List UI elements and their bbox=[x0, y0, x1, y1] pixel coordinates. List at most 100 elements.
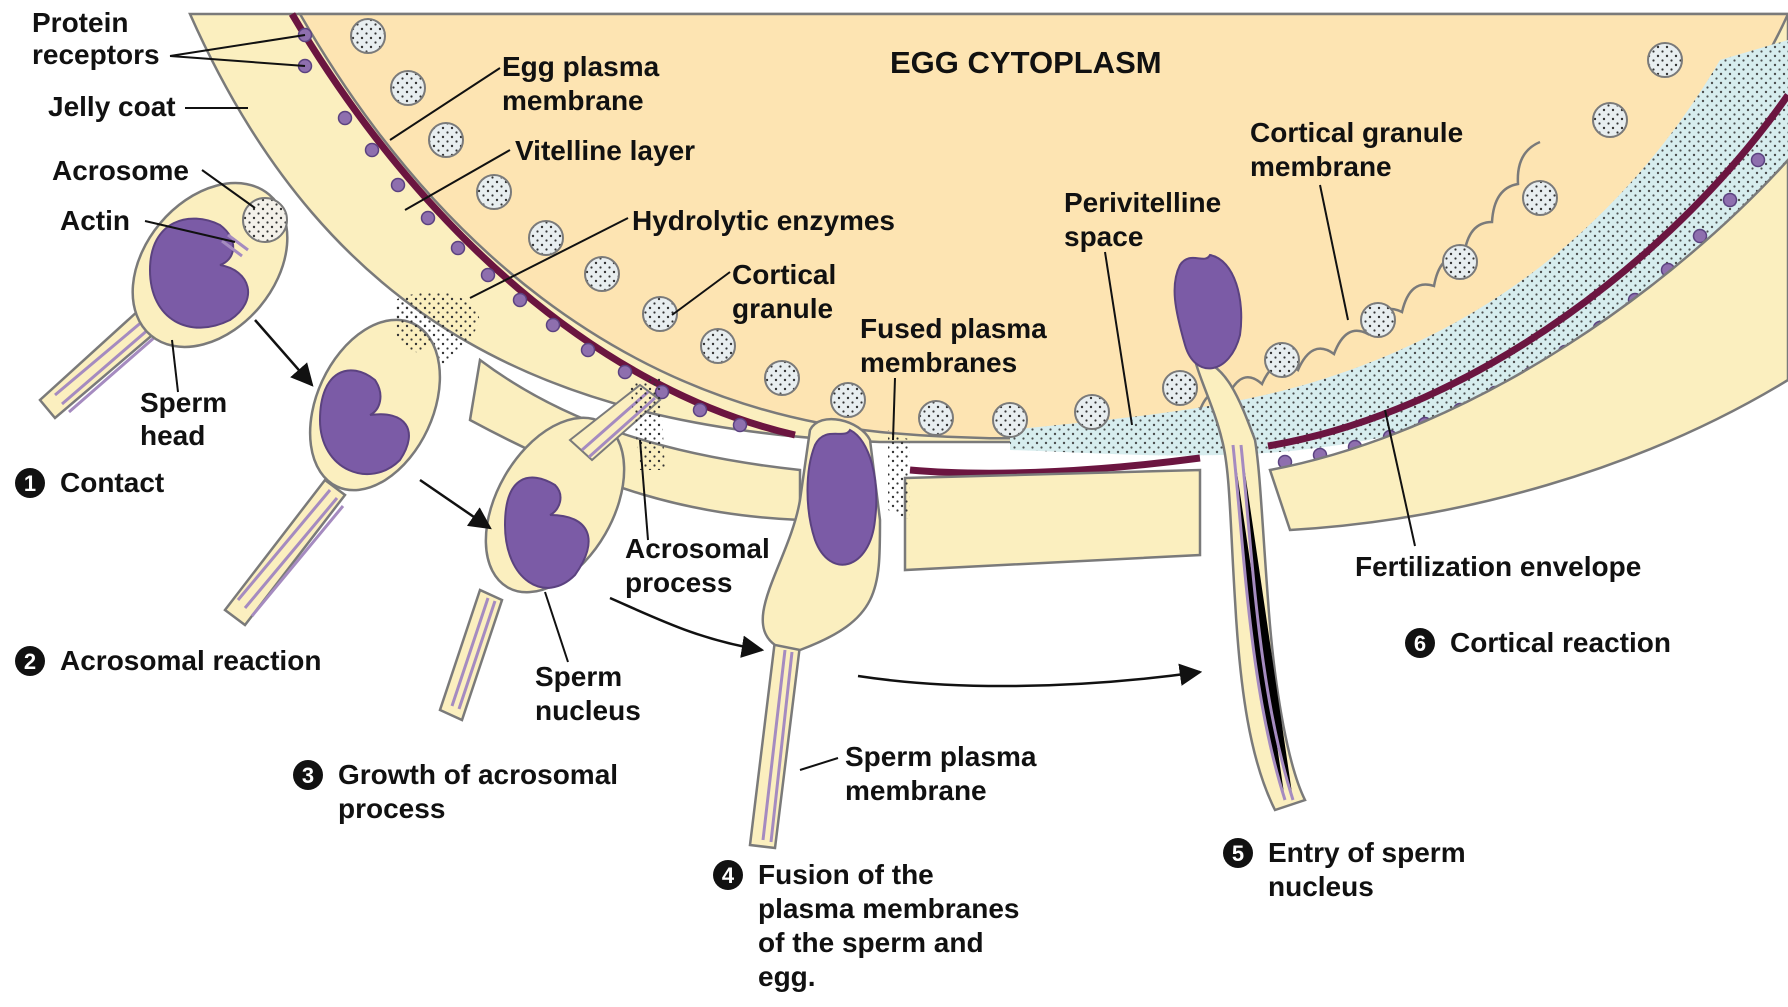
receptor-dot bbox=[547, 319, 560, 332]
step-caption-line: Cortical reaction bbox=[1450, 627, 1671, 658]
label-sperm-head-2: head bbox=[140, 420, 205, 451]
sperm-nucleus bbox=[808, 430, 877, 565]
step-caption-line: nucleus bbox=[1268, 871, 1374, 902]
label-vitelline-layer: Vitelline layer bbox=[515, 135, 695, 166]
label-cortical-granule-2: granule bbox=[732, 293, 833, 324]
step-caption-line: Entry of sperm bbox=[1268, 837, 1466, 868]
cortical-granule-contents bbox=[478, 176, 510, 208]
sperm-acrosomal-reaction bbox=[225, 299, 466, 625]
receptor-dot bbox=[392, 179, 405, 192]
cortical-granule-contents bbox=[1164, 372, 1196, 404]
step-caption-line: Growth of acrosomal bbox=[338, 759, 618, 790]
egg-cytoplasm-title: EGG CYTOPLASM bbox=[890, 45, 1162, 80]
arrow-4-5 bbox=[858, 672, 1200, 686]
label-hydrolytic-enzymes: Hydrolytic enzymes bbox=[632, 205, 895, 236]
cortical-granule-contents bbox=[832, 384, 864, 416]
sperm-tail bbox=[225, 480, 345, 625]
label-fused-plasma-membranes-2: membranes bbox=[860, 347, 1017, 378]
fused-membrane-dots bbox=[888, 430, 910, 520]
sperm-contact bbox=[40, 153, 319, 418]
cortical-granule-contents bbox=[920, 402, 952, 434]
label-sperm-nucleus-2: nucleus bbox=[535, 695, 641, 726]
receptor-dot bbox=[582, 344, 595, 357]
cortical-granule-contents bbox=[1594, 104, 1626, 136]
leader-sperm-head bbox=[172, 340, 178, 392]
leader-sperm-plasma-membrane bbox=[800, 758, 838, 770]
step-caption-line: of the sperm and bbox=[758, 927, 984, 958]
receptor-dot bbox=[1724, 194, 1737, 207]
leader-sperm-nucleus bbox=[545, 592, 568, 662]
step-number: 1 bbox=[24, 471, 36, 496]
arrow-2-3 bbox=[420, 480, 490, 528]
label-sperm-plasma-membrane-2: membrane bbox=[845, 775, 987, 806]
receptor-dot bbox=[694, 404, 707, 417]
cortical-granule-contents bbox=[1266, 344, 1298, 376]
receptor-dot bbox=[1752, 154, 1765, 167]
label-sperm-nucleus-1: Sperm bbox=[535, 661, 622, 692]
label-egg-plasma-membrane-2: membrane bbox=[502, 85, 644, 116]
receptor-dot bbox=[422, 212, 435, 225]
label-cortical-granule-1: Cortical bbox=[732, 259, 836, 290]
receptor-dot bbox=[619, 366, 632, 379]
cortical-granule-contents bbox=[766, 362, 798, 394]
label-cortical-granule-membrane-1: Cortical granule bbox=[1250, 117, 1463, 148]
receptor-dot bbox=[452, 242, 465, 255]
cortical-granule-contents bbox=[352, 20, 384, 52]
step-1: 1 Contact bbox=[15, 467, 164, 498]
cortical-granule-contents bbox=[1076, 396, 1108, 428]
cortical-granule-contents bbox=[430, 124, 462, 156]
receptor-dot bbox=[339, 112, 352, 125]
step-number: 5 bbox=[1232, 841, 1244, 866]
cortical-granule-contents bbox=[702, 330, 734, 362]
step-2: 2 Acrosomal reaction bbox=[15, 645, 321, 676]
label-protein-receptors-1: Protein bbox=[32, 7, 128, 38]
step-caption-line: process bbox=[338, 793, 445, 824]
step-number: 4 bbox=[722, 863, 735, 888]
label-perivitelline-space-2: space bbox=[1064, 221, 1143, 252]
receptor-dot bbox=[734, 419, 747, 432]
receptor-dot bbox=[482, 269, 495, 282]
jelly-block-mid bbox=[905, 470, 1200, 570]
step-6: 6 Cortical reaction bbox=[1405, 627, 1671, 658]
label-fused-plasma-membranes-1: Fused plasma bbox=[860, 313, 1047, 344]
step-caption-line: Contact bbox=[60, 467, 164, 498]
label-sperm-head-1: Sperm bbox=[140, 387, 227, 418]
label-perivitelline-space-1: Perivitelline bbox=[1064, 187, 1221, 218]
cortical-granule-contents bbox=[994, 404, 1026, 436]
step-caption-line: egg. bbox=[758, 961, 816, 992]
cortical-granule-contents bbox=[530, 222, 562, 254]
tail-stripes bbox=[238, 490, 343, 616]
cortical-granule-contents bbox=[1649, 44, 1681, 76]
arrow-1-2 bbox=[255, 320, 312, 385]
arrow-3-4 bbox=[610, 598, 762, 650]
step-caption-line: Fusion of the bbox=[758, 859, 934, 890]
step-caption-line: plasma membranes bbox=[758, 893, 1019, 924]
label-acrosomal-process-1: Acrosomal bbox=[625, 533, 770, 564]
label-egg-plasma-membrane-1: Egg plasma bbox=[502, 51, 660, 82]
step-number: 3 bbox=[302, 763, 314, 788]
step-caption-line: Acrosomal reaction bbox=[60, 645, 321, 676]
label-fertilization-envelope: Fertilization envelope bbox=[1355, 551, 1641, 582]
cortical-granule-contents bbox=[1444, 246, 1476, 278]
receptor-dot bbox=[514, 294, 527, 307]
label-actin: Actin bbox=[60, 205, 130, 236]
cortical-granule-contents bbox=[644, 298, 676, 330]
cortical-granule-contents bbox=[1524, 182, 1556, 214]
label-cortical-granule-membrane-2: membrane bbox=[1250, 151, 1392, 182]
receptor-dot bbox=[366, 144, 379, 157]
cortical-granule-contents bbox=[392, 72, 424, 104]
cortical-granule-contents bbox=[586, 258, 618, 290]
label-jelly-coat: Jelly coat bbox=[48, 91, 176, 122]
label-protein-receptors-2: receptors bbox=[32, 39, 160, 70]
cortical-granule-contents bbox=[1362, 304, 1394, 336]
step-number: 2 bbox=[24, 649, 36, 674]
step-number: 6 bbox=[1414, 631, 1426, 656]
label-acrosome: Acrosome bbox=[52, 155, 189, 186]
label-acrosomal-process-2: process bbox=[625, 567, 732, 598]
label-sperm-plasma-membrane-1: Sperm plasma bbox=[845, 741, 1037, 772]
